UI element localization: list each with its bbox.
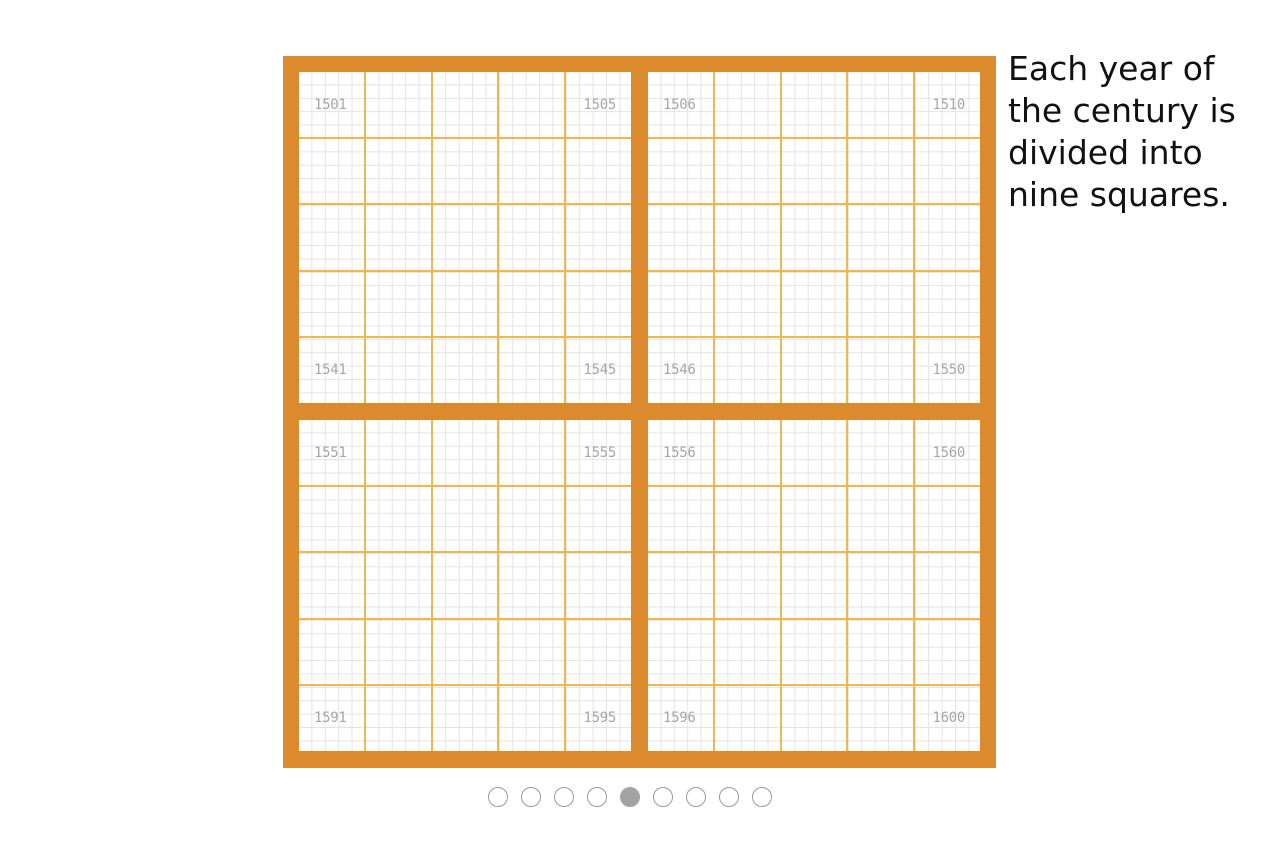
year-label: 1510	[932, 97, 965, 113]
year-divider-vertical	[564, 420, 566, 751]
year-label: 1555	[583, 445, 616, 461]
year-divider-horizontal	[648, 551, 980, 553]
year-divider-horizontal	[648, 203, 980, 205]
year-divider-vertical	[780, 72, 782, 403]
year-label: 1595	[583, 710, 616, 726]
caption-text: Each year of the century is divided into…	[1008, 49, 1236, 214]
year-divider-horizontal	[648, 618, 980, 620]
pagination-dot-2[interactable]	[521, 787, 541, 807]
quadrant-bottom-left: 1551 1555 1591 1595	[299, 420, 631, 751]
year-divider-vertical	[846, 72, 848, 403]
slide-pagination	[488, 787, 772, 809]
year-divider-horizontal	[299, 485, 631, 487]
pagination-dot-5[interactable]	[620, 787, 640, 807]
year-divider-horizontal	[299, 618, 631, 620]
year-divider-vertical	[364, 72, 366, 403]
pagination-dot-3[interactable]	[554, 787, 574, 807]
quadrant-bottom-right: 1556 1560 1596 1600	[648, 420, 980, 751]
year-divider-vertical	[431, 72, 433, 403]
century-grid: 1501 1505 1541 1545 1506 1510 1546 1550 …	[283, 56, 996, 768]
year-label: 1501	[314, 97, 347, 113]
year-label: 1505	[583, 97, 616, 113]
year-divider-horizontal	[648, 137, 980, 139]
year-divider-vertical	[713, 72, 715, 403]
pagination-dot-9[interactable]	[752, 787, 772, 807]
year-divider-vertical	[497, 420, 499, 751]
year-divider-horizontal	[648, 270, 980, 272]
year-divider-horizontal	[299, 336, 631, 338]
year-divider-horizontal	[299, 137, 631, 139]
pagination-dot-8[interactable]	[719, 787, 739, 807]
pagination-dot-4[interactable]	[587, 787, 607, 807]
pagination-dot-6[interactable]	[653, 787, 673, 807]
year-divider-vertical	[780, 420, 782, 751]
year-label: 1600	[932, 710, 965, 726]
year-divider-vertical	[564, 72, 566, 403]
year-label: 1541	[314, 362, 347, 378]
year-label: 1546	[663, 362, 696, 378]
year-divider-vertical	[913, 72, 915, 403]
year-label: 1545	[583, 362, 616, 378]
year-label: 1506	[663, 97, 696, 113]
year-divider-horizontal	[648, 485, 980, 487]
year-label: 1591	[314, 710, 347, 726]
year-label: 1556	[663, 445, 696, 461]
year-label: 1550	[932, 362, 965, 378]
year-divider-horizontal	[299, 551, 631, 553]
year-divider-horizontal	[299, 684, 631, 686]
year-divider-vertical	[364, 420, 366, 751]
year-label: 1560	[932, 445, 965, 461]
pagination-dot-7[interactable]	[686, 787, 706, 807]
quadrant-top-left: 1501 1505 1541 1545	[299, 72, 631, 403]
pagination-dot-1[interactable]	[488, 787, 508, 807]
year-label: 1596	[663, 710, 696, 726]
quadrant-top-right: 1506 1510 1546 1550	[648, 72, 980, 403]
year-divider-vertical	[846, 420, 848, 751]
year-divider-vertical	[431, 420, 433, 751]
year-divider-vertical	[713, 420, 715, 751]
year-label: 1551	[314, 445, 347, 461]
year-divider-horizontal	[648, 336, 980, 338]
year-divider-horizontal	[648, 684, 980, 686]
year-divider-vertical	[913, 420, 915, 751]
year-divider-horizontal	[299, 203, 631, 205]
year-divider-horizontal	[299, 270, 631, 272]
year-divider-vertical	[497, 72, 499, 403]
